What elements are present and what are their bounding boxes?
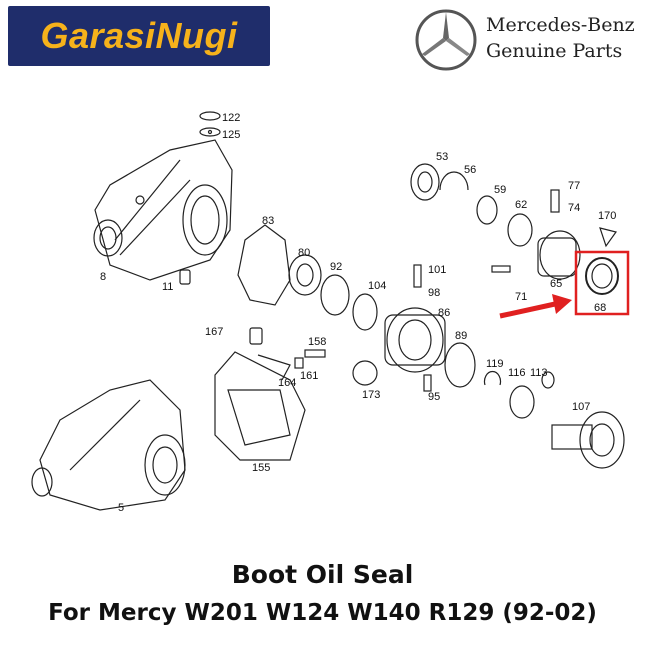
callout-label: 98 bbox=[428, 287, 440, 299]
bearing-80 bbox=[288, 254, 322, 296]
bolt-101-98 bbox=[413, 264, 422, 288]
part-164 bbox=[257, 354, 291, 381]
part-62 bbox=[507, 213, 533, 247]
callout-label: 170 bbox=[598, 210, 616, 222]
callout-label: 77 bbox=[568, 180, 580, 192]
bearing-116 bbox=[509, 385, 535, 419]
part-122-125 bbox=[199, 111, 221, 137]
bolt-71 bbox=[491, 265, 511, 273]
plug-167 bbox=[249, 327, 263, 345]
circlip-56 bbox=[439, 171, 469, 191]
housing-65 bbox=[537, 230, 581, 280]
bolt-95 bbox=[423, 374, 432, 392]
brand-name: Mercedes-Benz bbox=[486, 14, 635, 36]
flange-shaft-107 bbox=[551, 411, 625, 469]
part-59 bbox=[476, 195, 498, 225]
callout-label: 173 bbox=[362, 389, 380, 401]
callout-label: 83 bbox=[262, 215, 274, 227]
callout-label: 5 bbox=[118, 502, 124, 514]
ring-104 bbox=[352, 293, 378, 331]
callout-label: 125 bbox=[222, 129, 240, 141]
callout-label: 122 bbox=[222, 112, 240, 124]
callout-label: 101 bbox=[428, 264, 446, 276]
carrier-86 bbox=[384, 307, 446, 373]
callout-label: 74 bbox=[568, 202, 580, 214]
callout-label: 71 bbox=[515, 291, 527, 303]
callout-label: 62 bbox=[515, 199, 527, 211]
callout-label: 113 bbox=[530, 367, 548, 379]
mercedes-star-icon bbox=[415, 9, 477, 71]
garasinugi-logo: GarasiNugi bbox=[8, 6, 270, 66]
differential-housing-lower bbox=[31, 379, 186, 511]
callout-label: 89 bbox=[455, 330, 467, 342]
callout-label: 95 bbox=[428, 391, 440, 403]
brand-subtitle: Genuine Parts bbox=[486, 40, 623, 62]
callout-label: 53 bbox=[436, 151, 448, 163]
callout-label: 107 bbox=[572, 401, 590, 413]
highlighted-part-68 bbox=[574, 250, 630, 316]
seal-89 bbox=[444, 342, 476, 388]
callout-label: 119 bbox=[486, 358, 504, 370]
product-subtitle: For Mercy W201 W124 W140 R129 (92-02) bbox=[48, 600, 597, 626]
callout-label: 80 bbox=[298, 247, 310, 259]
callout-label: 155 bbox=[252, 462, 270, 474]
logo-text: GarasiNugi bbox=[40, 15, 238, 56]
red-arrow-icon bbox=[499, 294, 572, 319]
callout-labels: 122 125 8 11 83 80 92 53 56 59 62 77 74 … bbox=[100, 112, 616, 514]
flange-173 bbox=[352, 360, 378, 386]
callout-label: 158 bbox=[308, 336, 326, 348]
callout-label: 86 bbox=[438, 307, 450, 319]
callout-label: 11 bbox=[162, 281, 173, 293]
callout-label: 59 bbox=[494, 184, 506, 196]
callout-label: 167 bbox=[205, 326, 223, 338]
callout-label: 164 bbox=[278, 377, 296, 389]
product-title: Boot Oil Seal bbox=[231, 560, 414, 589]
bearing-53 bbox=[410, 163, 440, 201]
callout-label: 92 bbox=[330, 261, 342, 273]
parts-diagram: 122 125 8 11 83 80 92 53 56 59 62 77 74 … bbox=[31, 111, 630, 514]
callout-label: 116 bbox=[508, 367, 526, 379]
callout-label: 65 bbox=[550, 278, 562, 290]
callout-label: 8 bbox=[100, 271, 106, 283]
callout-label: 56 bbox=[464, 164, 476, 176]
callout-label: 68 bbox=[594, 302, 606, 314]
callout-label: 161 bbox=[300, 370, 318, 382]
callout-label: 104 bbox=[368, 280, 386, 292]
gasket-83 bbox=[237, 224, 291, 306]
mercedes-benz-brand: Mercedes-Benz Genuine Parts bbox=[414, 8, 644, 72]
part-170 bbox=[599, 227, 618, 248]
part-11 bbox=[179, 269, 191, 285]
part-161 bbox=[294, 357, 304, 369]
part-113 bbox=[541, 371, 555, 389]
circlip-119 bbox=[483, 371, 502, 386]
ring-92 bbox=[320, 274, 350, 316]
bolt-77-74 bbox=[550, 189, 560, 213]
differential-housing-upper bbox=[93, 139, 233, 281]
bolt-158 bbox=[304, 349, 326, 358]
cover-155 bbox=[214, 351, 306, 461]
